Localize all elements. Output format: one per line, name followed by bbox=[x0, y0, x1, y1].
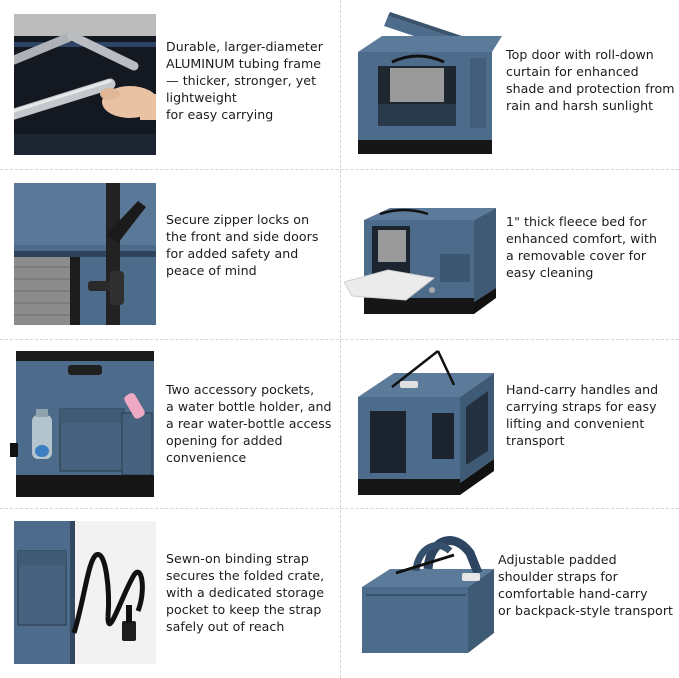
side-pockets-photo bbox=[10, 347, 160, 501]
feature-caption: Adjustable padded shoulder straps for co… bbox=[498, 551, 673, 619]
feature-caption: Secure zipper locks on the front and sid… bbox=[166, 211, 318, 279]
caption-line: comfortable hand-carry bbox=[498, 586, 648, 601]
caption-line: curtain for enhanced bbox=[506, 64, 639, 79]
feature-caption: Hand-carry handles and carrying straps f… bbox=[506, 381, 658, 449]
caption-line: Sewn-on binding strap bbox=[166, 551, 309, 566]
column-divider bbox=[340, 0, 341, 678]
caption-line: safely out of reach bbox=[166, 619, 285, 634]
feature-top-door: Top door with roll-down curtain for enha… bbox=[340, 0, 679, 169]
caption-line: carrying straps for easy bbox=[506, 399, 657, 414]
folded-bag-photo bbox=[358, 529, 498, 659]
caption-line: opening for added bbox=[166, 433, 283, 448]
caption-line: easy cleaning bbox=[506, 265, 594, 280]
caption-line: for added safety and bbox=[166, 246, 299, 261]
feature-zipper-locks: Secure zipper locks on the front and sid… bbox=[0, 170, 339, 339]
caption-line: Secure zipper locks on bbox=[166, 212, 310, 227]
caption-line: convenience bbox=[166, 450, 247, 465]
binding-strap-photo bbox=[14, 521, 156, 664]
caption-line: Adjustable padded bbox=[498, 552, 617, 567]
top-door-crate-photo bbox=[352, 10, 502, 158]
row-divider bbox=[0, 339, 679, 340]
feature-caption: Two accessory pockets, a water bottle ho… bbox=[166, 381, 332, 466]
caption-line: enhanced comfort, with bbox=[506, 231, 658, 246]
caption-line: secures the folded crate, bbox=[166, 568, 325, 583]
feature-caption: 1" thick fleece bed for enhanced comfort… bbox=[506, 213, 657, 281]
caption-line: — thicker, stronger, yet bbox=[166, 73, 317, 88]
caption-line: a removable cover for bbox=[506, 248, 647, 263]
caption-line: pocket to keep the strap bbox=[166, 602, 322, 617]
feature-caption: Durable, larger-diameter ALUMINUM tubing… bbox=[166, 38, 323, 123]
handles-crate-photo bbox=[352, 347, 502, 499]
caption-line: lightweight bbox=[166, 90, 237, 105]
caption-line: a rear water-bottle access bbox=[166, 416, 332, 431]
feature-fleece-bed: 1" thick fleece bed for enhanced comfort… bbox=[340, 170, 679, 339]
feature-caption: Sewn-on binding strap secures the folded… bbox=[166, 550, 324, 635]
caption-line: transport bbox=[506, 433, 565, 448]
aluminum-tube-photo bbox=[14, 14, 156, 155]
feature-hand-carry-handles: Hand-carry handles and carrying straps f… bbox=[340, 339, 679, 508]
caption-line: shoulder straps for bbox=[498, 569, 618, 584]
caption-line: rain and harsh sunlight bbox=[506, 98, 654, 113]
caption-line: peace of mind bbox=[166, 263, 257, 278]
feature-binding-strap: Sewn-on binding strap secures the folded… bbox=[0, 509, 339, 678]
caption-line: Top door with roll-down bbox=[506, 47, 654, 62]
caption-line: lifting and convenient bbox=[506, 416, 645, 431]
caption-line: Hand-carry handles and bbox=[506, 382, 659, 397]
zipper-lock-photo bbox=[14, 183, 156, 325]
feature-aluminum-frame: Durable, larger-diameter ALUMINUM tubing… bbox=[0, 0, 339, 169]
feature-caption: Top door with roll-down curtain for enha… bbox=[506, 46, 675, 114]
caption-line: ALUMINUM tubing frame bbox=[166, 56, 322, 71]
caption-line: or backpack-style transport bbox=[498, 603, 674, 618]
caption-line: Durable, larger-diameter bbox=[166, 39, 323, 54]
caption-line: for easy carrying bbox=[166, 107, 274, 122]
row-divider bbox=[0, 508, 679, 509]
caption-line: shade and protection from bbox=[506, 81, 675, 96]
caption-line: the front and side doors bbox=[166, 229, 319, 244]
feature-accessory-pockets: Two accessory pockets, a water bottle ho… bbox=[0, 339, 339, 508]
caption-line: 1" thick fleece bed for bbox=[506, 214, 647, 229]
caption-line: a water bottle holder, and bbox=[166, 399, 332, 414]
row-divider bbox=[0, 169, 679, 170]
caption-line: with a dedicated storage bbox=[166, 585, 325, 600]
caption-line: Two accessory pockets, bbox=[166, 382, 315, 397]
feature-shoulder-straps: Adjustable padded shoulder straps for co… bbox=[340, 509, 679, 678]
fleece-bed-crate-photo bbox=[344, 206, 500, 318]
